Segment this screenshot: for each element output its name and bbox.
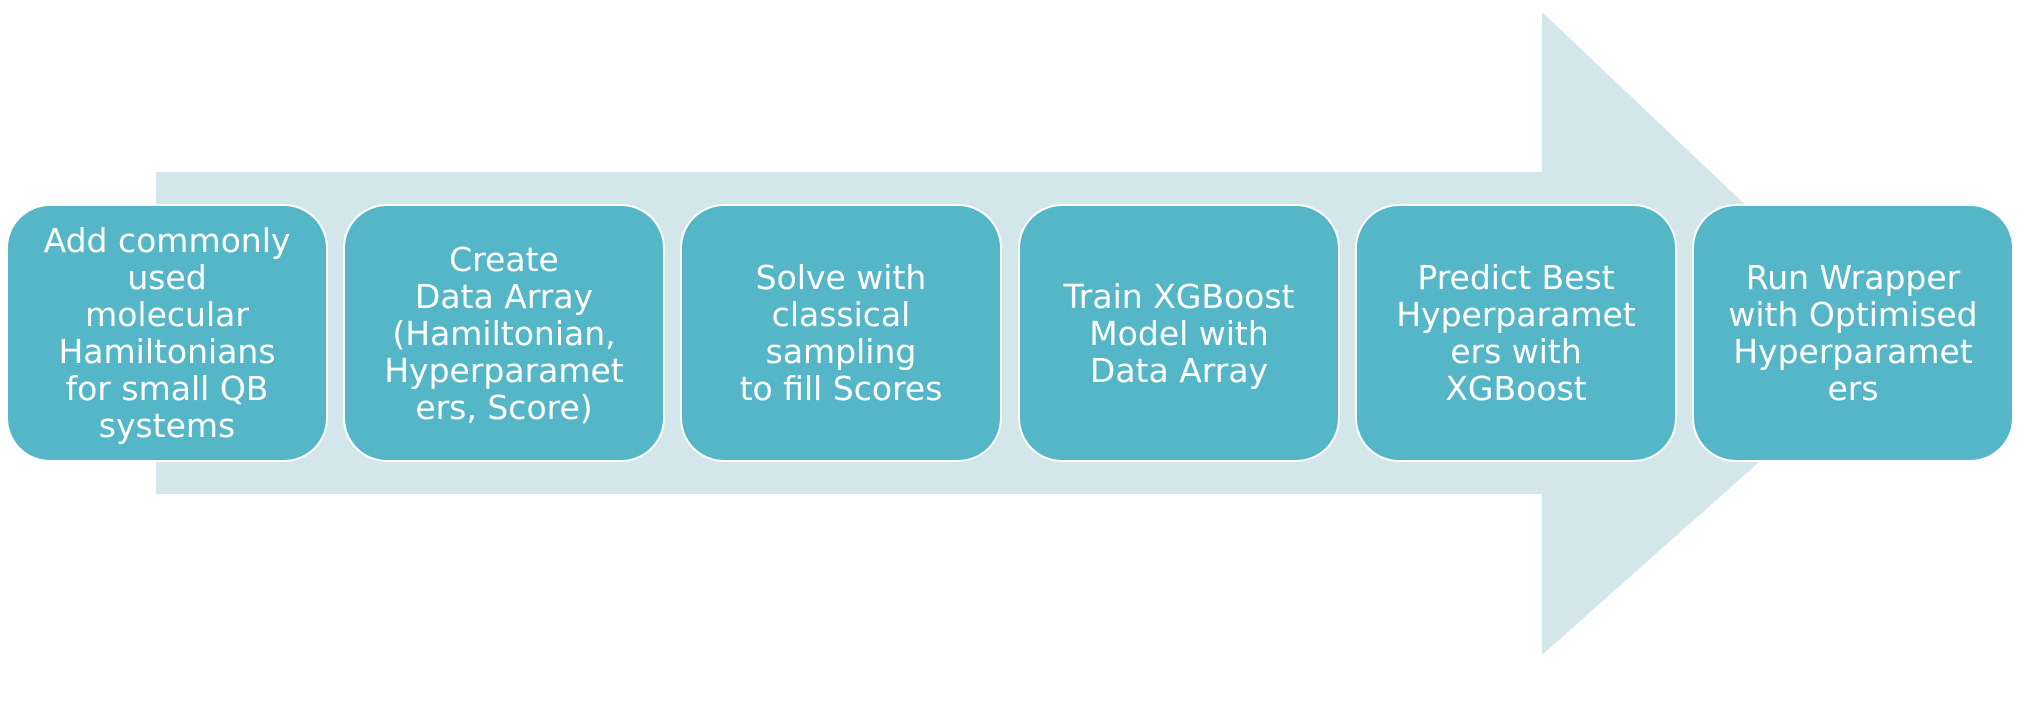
step-4-box: Train XGBoost Model with Data Array (1018, 204, 1340, 462)
step-6-label: Run Wrapper with Optimised Hyperparamet … (1728, 258, 1978, 408)
step-1-label: Add commonly used molecular Hamiltonians… (43, 221, 291, 445)
step-5-label: Predict Best Hyperparamet ers with XGBoo… (1396, 258, 1636, 408)
step-6-box: Run Wrapper with Optimised Hyperparamet … (1692, 204, 2014, 462)
step-3-label: Solve with classical sampling to fill Sc… (739, 258, 943, 408)
step-3-box: Solve with classical sampling to fill Sc… (680, 204, 1002, 462)
step-5-box: Predict Best Hyperparamet ers with XGBoo… (1355, 204, 1677, 462)
step-2-box: Create Data Array (Hamiltonian, Hyperpar… (343, 204, 665, 462)
step-1-box: Add commonly used molecular Hamiltonians… (6, 204, 328, 462)
step-2-label: Create Data Array (Hamiltonian, Hyperpar… (384, 239, 624, 427)
step-4-label: Train XGBoost Model with Data Array (1063, 276, 1295, 390)
